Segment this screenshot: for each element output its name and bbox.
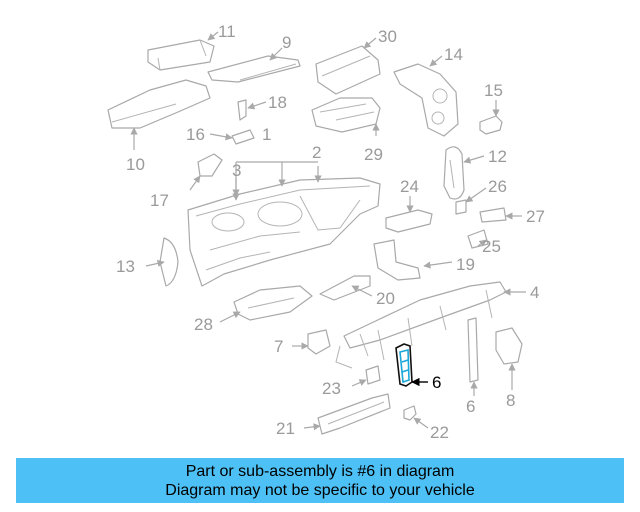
callout-27: 27: [526, 207, 545, 226]
part-16-clip[interactable]: [231, 129, 255, 145]
info-banner: Part or sub-assembly is #6 in diagram Di…: [16, 458, 624, 503]
part-20-bracket[interactable]: [319, 275, 371, 301]
callout-10: 10: [126, 155, 145, 174]
callout-16: 16: [186, 125, 205, 144]
callout-19: 19: [456, 255, 475, 274]
callout-8: 8: [506, 391, 515, 410]
part-27-bracket[interactable]: [479, 207, 507, 223]
part-5-brace[interactable]: [467, 317, 479, 383]
callout-17: 17: [150, 191, 169, 210]
leader-lines: [130, 31, 526, 431]
callout-12: 12: [488, 147, 507, 166]
callout-numbers: 11 9 30 14 15 18 16 1 2 10 29 3 17 12 24…: [116, 22, 545, 442]
callout-25: 25: [482, 237, 501, 256]
callout-14: 14: [444, 45, 463, 64]
callout-13: 13: [116, 257, 135, 276]
callout-18: 18: [268, 93, 287, 112]
callout-21: 21: [276, 419, 295, 438]
callout-29: 29: [364, 145, 383, 164]
part-18-clip[interactable]: [237, 99, 247, 121]
callout-1: 1: [262, 125, 271, 144]
instrument-panel[interactable]: [187, 177, 381, 287]
part-12-ring[interactable]: [443, 146, 465, 200]
callout-26: 26: [488, 177, 507, 196]
part-23-clip[interactable]: [365, 365, 381, 385]
callout-6: 6: [432, 373, 441, 392]
callout-7: 7: [274, 337, 283, 356]
callout-22: 22: [430, 423, 449, 442]
part-14-bezel[interactable]: [393, 63, 459, 137]
part-28-underpanel[interactable]: [233, 285, 313, 321]
part-15-knob[interactable]: [479, 115, 503, 135]
part-22-fastener[interactable]: [403, 405, 417, 421]
part-7-bracket[interactable]: [307, 329, 331, 355]
part-11-lid[interactable]: [147, 39, 215, 71]
part-19-bracket[interactable]: [373, 239, 421, 281]
banner-line-1: Part or sub-assembly is #6 in diagram: [185, 462, 455, 480]
part-24-switch[interactable]: [385, 209, 433, 233]
callout-30: 30: [378, 27, 397, 46]
parts-diagram: 11 9 30 14 15 18 16 1 2 10 29 3 17 12 24…: [107, 22, 545, 442]
callout-15: 15: [484, 81, 503, 100]
callout-11: 11: [218, 22, 236, 41]
callout-20: 20: [376, 289, 395, 308]
part-8-bracket[interactable]: [495, 327, 523, 365]
callout-4: 4: [530, 283, 539, 302]
callout-24: 24: [400, 177, 419, 196]
callout-9: 9: [282, 33, 291, 52]
part-21-panel[interactable]: [317, 393, 391, 435]
callout-23: 23: [322, 379, 341, 398]
part-6-highlighted[interactable]: [395, 343, 413, 387]
part-29-console[interactable]: [311, 97, 381, 133]
part-10-panel[interactable]: [107, 79, 211, 129]
callout-5: 6: [466, 397, 475, 416]
part-4-crossbeam[interactable]: [335, 281, 507, 369]
part-13-endcap[interactable]: [159, 237, 179, 287]
part-17-vent[interactable]: [197, 153, 223, 177]
callout-28: 28: [194, 315, 213, 334]
callout-2: 2: [312, 143, 321, 162]
part-30-door[interactable]: [315, 45, 381, 95]
part-26-switch[interactable]: [455, 199, 467, 215]
callout-3: 3: [232, 161, 241, 180]
banner-line-2: Diagram may not be specific to your vehi…: [165, 481, 475, 499]
part-9-cover[interactable]: [207, 55, 301, 83]
